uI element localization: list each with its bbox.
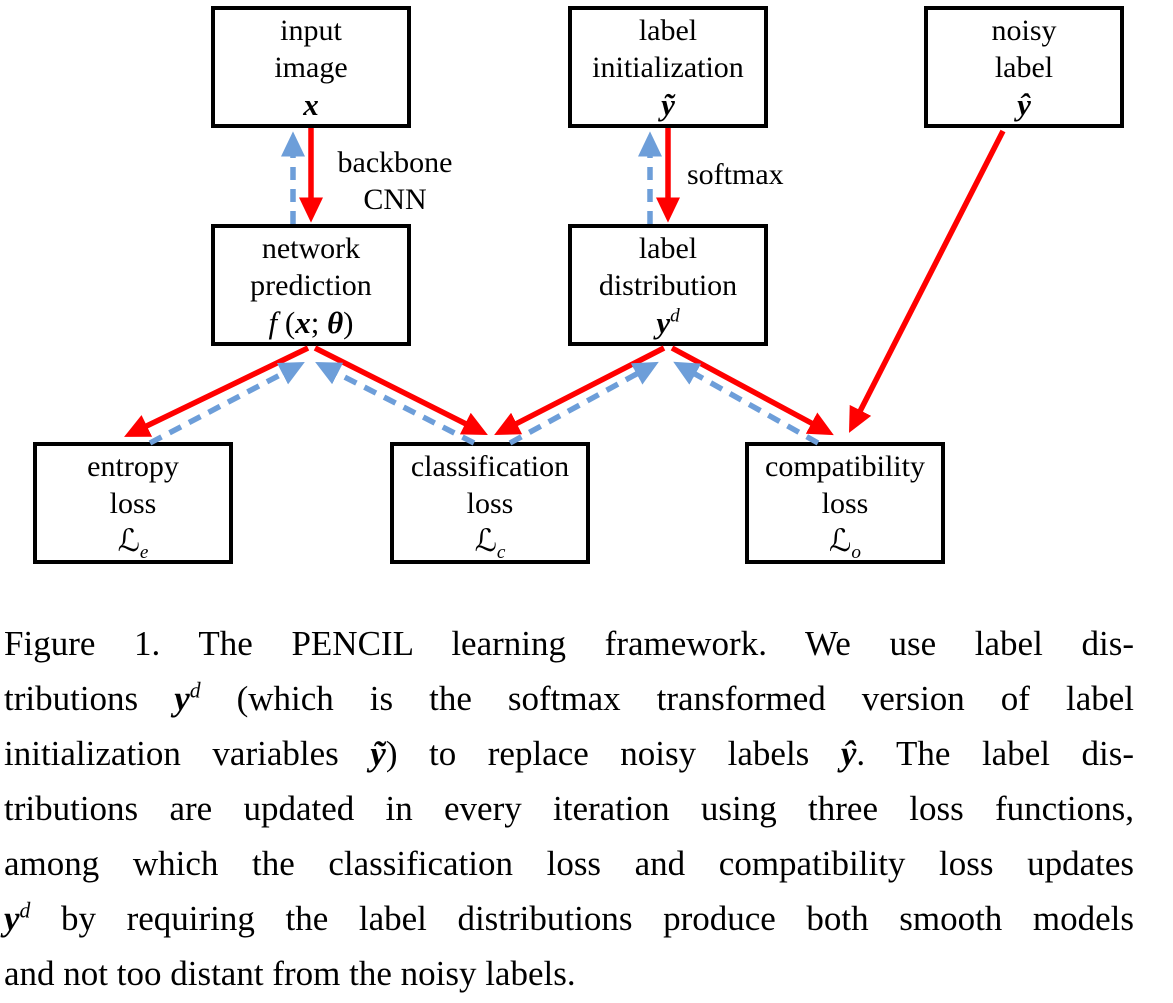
text-segment: ỹ [661,86,675,122]
arrow-back-compatibility-loss-to-distribution [673,361,820,446]
box-math-symbol: ℒe [117,522,149,562]
text-segment: d [189,678,201,703]
box-label-line: label [638,231,698,265]
box-label-line: label [994,50,1054,84]
edge-label-line: softmax [687,158,784,191]
arrow-prediction-to-entropy-loss [124,345,310,437]
box-math-symbol: ℒo [829,522,861,562]
text-segment: ) to replace noisy labels [385,734,841,773]
text-segment: o [851,541,861,563]
arrow-back-entropy-loss-to-prediction [148,361,305,446]
text-segment: ŷ [1017,86,1031,122]
text-segment: tributions [4,679,175,718]
text-segment: x [303,86,319,122]
arrow-prediction-to-classification-loss [313,345,488,435]
box-label-line: distribution [598,268,738,302]
arrow-noisy-label-to-compatibility-loss [849,129,1006,433]
pencil-framework-diagram: input image x label initialization ỹ noi… [33,6,1124,564]
box-classification-loss: classification loss ℒc [390,442,590,564]
box-label-distribution: label distribution yd [568,224,768,346]
box-math-symbol: ŷ [1017,86,1031,123]
text-segment: d [670,305,680,327]
box-input-image: input image x [211,6,411,128]
box-label-line: loss [109,486,157,520]
text-segment: ; [310,304,328,340]
box-noisy-label: noisy label ŷ [924,6,1124,128]
text-segment: ℒ [829,522,852,558]
box-label-line: loss [466,486,514,520]
text-segment: Figure 1. The PENCIL learning framework.… [4,624,1134,663]
box-network-prediction: network prediction f (x; θ) [211,224,411,346]
figure-caption: Figure 1. The PENCIL learning framework.… [4,616,1134,1001]
text-segment: d [19,898,31,923]
arrow-back-classification-loss-to-prediction [315,362,476,446]
text-segment: . The label dis- [856,734,1134,773]
box-label-line: entropy [87,449,179,483]
box-label-line: prediction [250,268,372,302]
text-segment: ) [343,304,354,340]
text-segment: ℒ [117,522,140,558]
box-label-line: initialization [592,50,744,84]
box-compatibility-loss: compatibility loss ℒo [745,442,945,564]
edge-label-backbone-cnn: backbone CNN [330,144,460,218]
box-label-line: compatibility [765,449,925,483]
caption-line: Figure 1. The PENCIL learning framework.… [4,616,1134,671]
edge-label-line: CNN [363,183,427,216]
text-segment: (which is the softmax transformed versio… [200,679,1134,718]
text-segment: ( [277,304,296,340]
text-segment: y [174,679,190,718]
box-label-line: noisy [991,13,1057,47]
arrow-distribution-to-classification-loss [494,345,666,436]
text-segment: y [656,304,671,340]
box-label-initialization: label initialization ỹ [568,6,768,128]
text-segment: ỹ [370,734,386,773]
text-segment: θ [327,304,344,340]
edge-label-softmax: softmax [687,156,807,193]
box-label-line: classification [410,449,570,483]
box-math-symbol: f (x; θ) [269,304,354,341]
box-label-line: input [280,13,342,47]
caption-line: yd by requiring the label distributions … [4,891,1134,946]
text-segment: c [496,541,506,563]
text-segment: by requiring the label distributions pro… [30,899,1134,938]
box-math-symbol: yd [656,304,679,341]
arrow-distribution-to-compatibility-loss [670,345,834,436]
edge-label-line: backbone [337,146,453,179]
text-segment: f [268,304,278,340]
box-math-symbol: ℒc [474,522,506,562]
text-segment: among which the classification loss and … [4,844,1134,883]
box-entropy-loss: entropy loss ℒe [33,442,233,564]
box-label-line: network [261,231,361,265]
text-segment: e [139,541,149,563]
caption-line: initialization variables ỹ) to replace n… [4,726,1134,781]
box-label-line: label [638,13,698,47]
text-segment: tributions are updated in every iteratio… [4,789,1134,828]
caption-line: and not too distant from the noisy label… [4,946,1134,1001]
text-segment: y [4,899,20,938]
caption-line: among which the classification loss and … [4,836,1134,891]
caption-line: tributions yd (which is the softmax tran… [4,671,1134,726]
text-segment: x [295,304,311,340]
text-segment: ŷ [840,734,857,773]
text-segment: and not too distant from the noisy label… [4,954,576,993]
box-label-line: loss [821,486,869,520]
box-math-symbol: ỹ [661,86,675,123]
text-segment: ℒ [474,522,497,558]
box-label-line: image [274,50,348,84]
box-math-symbol: x [303,86,319,123]
text-segment: initialization variables [4,734,371,773]
arrow-back-classification-loss-to-distribution [508,361,659,446]
caption-line: tributions are updated in every iteratio… [4,781,1134,836]
